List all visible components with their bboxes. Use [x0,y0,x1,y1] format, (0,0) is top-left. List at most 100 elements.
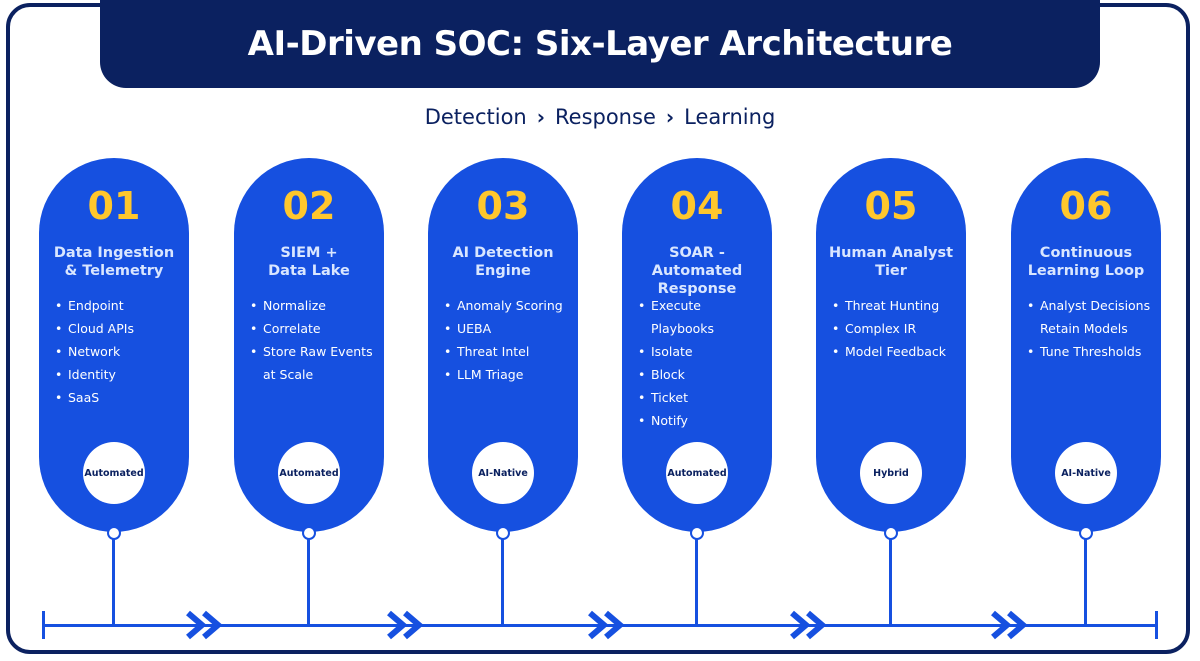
bullet-icon: • [832,344,840,359]
chevron-right-icon: › [665,105,675,129]
bullet-icon: • [832,321,840,336]
bullet-icon: • [638,413,646,428]
connector-dot [107,526,121,540]
bullet-icon: • [55,367,63,382]
connector-line [889,539,892,625]
list-item: •SaaS [55,386,183,409]
list-item: •Ticket [638,386,766,409]
layer-item-list: •Anomaly Scoring •UEBA •Threat Intel •LL… [444,294,572,386]
mode-badge: Hybrid [860,442,922,504]
timeline-end-tick [1155,611,1158,639]
bullet-icon: • [250,344,258,359]
mode-badge: AI-Native [1055,442,1117,504]
list-item: •Identity [55,363,183,386]
bullet-icon: • [638,298,646,313]
mode-badge: AI-Native [472,442,534,504]
list-item: •Complex IR [832,317,960,340]
connector-dot [496,526,510,540]
bullet-icon: • [832,298,840,313]
bullet-icon: • [638,344,646,359]
layer-item-list: •Threat Hunting •Complex IR •Model Feedb… [832,294,960,363]
list-item: •Cloud APIs [55,317,183,340]
connector-line [112,539,115,625]
layer-title: SIEM + Data Lake [268,245,350,279]
title-banner: AI-Driven SOC: Six-Layer Architecture [100,0,1100,88]
list-item: •Analyst Decisions [1027,294,1155,317]
layer-number: 06 [1059,184,1113,228]
list-item: •Endpoint [55,294,183,317]
flow-step-learning: Learning [684,105,776,129]
layer-number: 05 [864,184,918,228]
mode-badge: Automated [83,442,145,504]
connector-line [307,539,310,625]
bullet-icon: • [1027,298,1035,313]
double-chevron-right-icon [588,610,625,640]
layer-number: 04 [670,184,724,228]
bullet-icon: • [55,390,63,405]
layer-card-05: 05 Human Analyst Tier •Threat Hunting •C… [816,158,966,532]
outer-frame [6,3,1190,654]
connector-line [501,539,504,625]
layer-item-list: •Analyst Decisions Retain Models •Tune T… [1027,294,1155,363]
connector-dot [1079,526,1093,540]
connector-line [695,539,698,625]
list-item-continuation: at Scale [263,367,314,382]
double-chevron-right-icon [387,610,424,640]
flow-step-response: Response [555,105,656,129]
layer-number: 02 [282,184,336,228]
layer-card-06: 06 Continuous Learning Loop •Analyst Dec… [1011,158,1161,532]
list-item: •Execute Playbooks [638,294,766,340]
connector-line [1084,539,1087,625]
double-chevron-right-icon [991,610,1028,640]
timeline-start-tick [42,611,45,639]
layer-item-list: •Endpoint •Cloud APIs •Network •Identity… [55,294,183,409]
list-item: •Store Raw Events [250,340,378,363]
layer-card-03: 03 AI Detection Engine •Anomaly Scoring … [428,158,578,532]
layer-item-list: •Normalize •Correlate •Store Raw Events … [250,294,378,386]
bullet-icon: • [444,321,452,336]
list-item: •Model Feedback [832,340,960,363]
layer-card-02: 02 SIEM + Data Lake •Normalize •Correlat… [234,158,384,532]
list-item: •UEBA [444,317,572,340]
double-chevron-right-icon [790,610,827,640]
list-item: •Isolate [638,340,766,363]
bullet-icon: • [1027,344,1035,359]
layer-number: 03 [476,184,530,228]
list-item: •Notify [638,409,766,432]
layer-title: Data Ingestion & Telemetry [53,245,175,279]
bullet-icon: • [55,321,63,336]
list-item: •LLM Triage [444,363,572,386]
layer-number: 01 [87,184,141,228]
bullet-icon: • [638,390,646,405]
list-item: •Normalize [250,294,378,317]
layer-card-01: 01 Data Ingestion & Telemetry •Endpoint … [39,158,189,532]
bullet-icon: • [55,298,63,313]
bullet-icon: • [638,367,646,382]
list-item: •Anomaly Scoring [444,294,572,317]
mode-badge: Automated [666,442,728,504]
layer-title: SOAR - Automated Response [651,245,743,297]
chevron-right-icon: › [536,105,545,129]
bullet-icon: • [444,298,452,313]
list-item-continuation: Retain Models [1040,321,1128,336]
connector-dot [302,526,316,540]
layer-item-list: •Execute Playbooks •Isolate •Block •Tick… [638,294,766,432]
list-item: •Tune Thresholds [1027,340,1155,363]
bullet-icon: • [444,344,452,359]
layer-card-04: 04 SOAR - Automated Response •Execute Pl… [622,158,772,532]
mode-badge: Automated [278,442,340,504]
flow-step-detection: Detection [424,105,527,129]
bullet-icon: • [444,367,452,382]
bullet-icon: • [250,298,258,313]
list-item: •Threat Intel [444,340,572,363]
list-item: •Network [55,340,183,363]
list-item: •Block [638,363,766,386]
double-chevron-right-icon [186,610,223,640]
page-title: AI-Driven SOC: Six-Layer Architecture [247,24,953,64]
bullet-icon: • [55,344,63,359]
list-item: •Correlate [250,317,378,340]
layer-title: AI Detection Engine [452,245,554,279]
list-item: •Threat Hunting [832,294,960,317]
layer-title: Human Analyst Tier [828,245,954,279]
bullet-icon: • [250,321,258,336]
